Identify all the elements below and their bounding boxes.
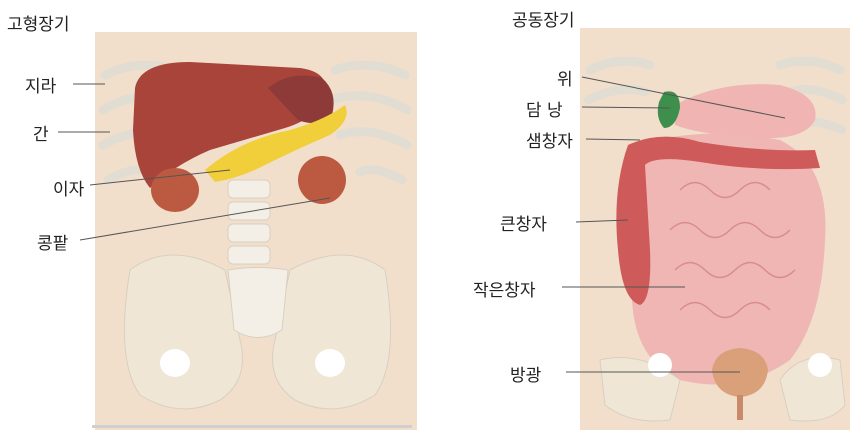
- label-stomach: 위: [557, 65, 573, 90]
- label-pancreas: 이자: [53, 175, 84, 200]
- right-torso-illustration: [580, 28, 850, 430]
- label-duodenum: 샘창자: [526, 127, 573, 152]
- right-hip-joint-right: [808, 353, 832, 377]
- right-panel-title: 공동장기: [512, 6, 575, 31]
- kidney-right-shape: [298, 156, 346, 204]
- small-intestine-shape: [631, 134, 825, 385]
- left-sacrum: [228, 268, 288, 338]
- label-bladder: 방광: [510, 361, 541, 386]
- label-spleen: 지라: [25, 72, 56, 97]
- left-torso-illustration: [92, 32, 417, 430]
- label-kidney: 콩팥: [37, 229, 68, 254]
- left-pelvis-left: [124, 255, 242, 409]
- kidney-left-shape: [151, 168, 199, 212]
- left-pelvis-right: [273, 255, 391, 409]
- left-hip-joint-left: [160, 349, 190, 377]
- left-hip-joint-right: [315, 349, 345, 377]
- right-hip-joint-left: [648, 353, 672, 377]
- left-panel-title: 고형장기: [7, 10, 70, 35]
- label-liver: 간: [33, 120, 49, 145]
- label-large-intestine: 큰창자: [500, 210, 547, 235]
- left-bottom-line: [92, 425, 412, 428]
- label-gallbladder: 담 낭: [526, 96, 563, 121]
- label-small-intestine: 작은창자: [473, 276, 536, 301]
- urethra-shape: [737, 395, 743, 420]
